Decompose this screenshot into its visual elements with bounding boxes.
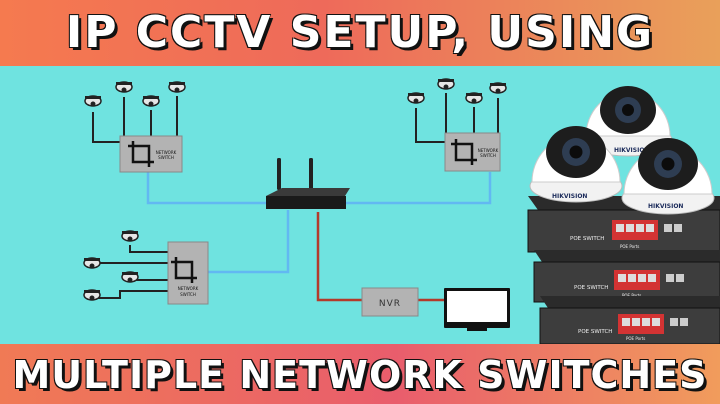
monitor-icon — [444, 288, 510, 331]
dome-camera-photo-group: HIKVISION HIKVISION HIKVISION — [529, 86, 715, 215]
camera-icon — [407, 92, 425, 104]
bottom-banner — [0, 344, 720, 404]
svg-text:POE Ports: POE Ports — [620, 244, 639, 249]
poe-switch-stack: POE SWITCH POE Ports POE SWITCH POE Port… — [527, 196, 720, 345]
cable-switch2-router — [345, 172, 492, 205]
svg-text:SWITCH: SWITCH — [158, 155, 174, 160]
svg-text:HIKVISION: HIKVISION — [552, 193, 587, 200]
camera-icon — [437, 78, 455, 90]
camera-icon — [142, 95, 160, 107]
svg-text:HIKVISION: HIKVISION — [648, 203, 683, 210]
svg-text:POE Ports: POE Ports — [622, 293, 641, 298]
svg-text:SWITCH: SWITCH — [480, 153, 496, 158]
poe-switch-2: POE SWITCH POE Ports — [533, 250, 720, 303]
svg-text:NETWORK: NETWORK — [478, 148, 499, 153]
camera-icon — [121, 230, 139, 242]
svg-text:POE Ports: POE Ports — [626, 336, 645, 341]
cable-switch3-router — [208, 210, 290, 274]
camera-wires-group-1 — [92, 96, 178, 143]
camera-icon — [465, 92, 483, 104]
camera-icon — [83, 257, 101, 269]
network-switch-1: NETWORK SWITCH — [119, 135, 183, 173]
svg-text:POE SWITCH: POE SWITCH — [578, 329, 612, 335]
network-switch-3: NETWORK SWITCH — [167, 241, 209, 305]
camera-icon — [115, 81, 133, 93]
dome-camera-right: HIKVISION — [621, 138, 715, 215]
camera-icon — [121, 271, 139, 283]
network-cables — [146, 172, 492, 274]
camera-icon — [489, 82, 507, 94]
dome-camera-left: HIKVISION — [529, 126, 623, 203]
top-banner — [0, 0, 720, 66]
router-icon — [266, 158, 350, 209]
camera-wires-group-3 — [92, 245, 168, 299]
svg-text:NVR: NVR — [379, 299, 401, 309]
page-subtitle: MULTIPLE NETWORK SWITCHES — [12, 353, 708, 397]
svg-text:POE SWITCH: POE SWITCH — [570, 236, 604, 242]
svg-text:SWITCH: SWITCH — [180, 292, 196, 297]
network-switch-2: NETWORK SWITCH — [444, 132, 501, 172]
svg-text:NETWORK: NETWORK — [178, 286, 199, 291]
nvr-box: NVR — [361, 287, 419, 317]
svg-text:POE SWITCH: POE SWITCH — [574, 285, 608, 291]
page-title: IP CCTV SETUP, USING — [65, 7, 655, 58]
svg-text:HIKVISION: HIKVISION — [614, 147, 649, 154]
camera-icon — [84, 95, 102, 107]
camera-icons — [83, 78, 507, 301]
camera-icon — [83, 289, 101, 301]
svg-text:NETWORK: NETWORK — [156, 150, 177, 155]
cable-router-nvr — [316, 212, 362, 302]
camera-icon — [168, 81, 186, 93]
cable-switch1-router — [146, 172, 270, 205]
poe-switch-3: POE SWITCH POE Ports — [539, 296, 720, 345]
